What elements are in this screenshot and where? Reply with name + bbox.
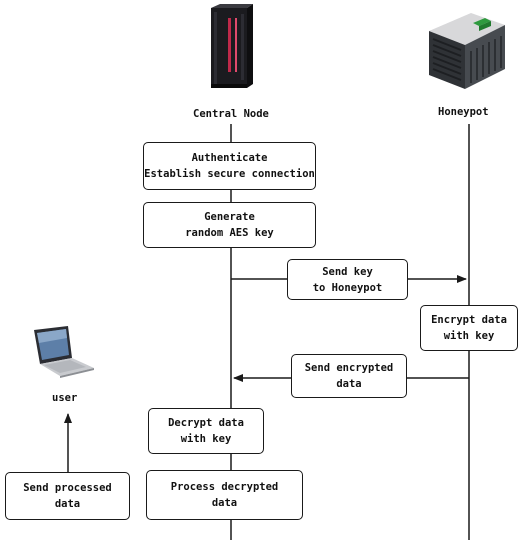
process-data-box: Process decrypted data bbox=[146, 470, 303, 520]
generate-line1: Generate bbox=[204, 211, 255, 223]
encrypt-line2: with key bbox=[443, 330, 495, 342]
decrypt-line2: with key bbox=[180, 433, 232, 445]
send-processed-line2: data bbox=[54, 498, 81, 510]
process-line1: Process decrypted bbox=[170, 481, 279, 493]
encrypt-data-box: Encrypt data with key bbox=[420, 305, 518, 351]
send-processed-box: Send processed data bbox=[5, 472, 130, 520]
send-encrypted-line2: data bbox=[336, 378, 362, 390]
send-encrypted-box: Send encrypted data bbox=[291, 354, 407, 398]
decrypt-line1: Decrypt data bbox=[168, 417, 244, 429]
network-appliance-icon bbox=[429, 13, 505, 89]
generate-key-box: Generate random AES key bbox=[143, 202, 316, 248]
server-rack-icon bbox=[211, 4, 253, 88]
send-key-line1: Send key bbox=[322, 265, 373, 278]
authenticate-line2: Establish secure connection bbox=[144, 168, 315, 180]
authenticate-box: Authenticate Establish secure connection bbox=[143, 142, 316, 190]
generate-line2: random AES key bbox=[185, 227, 274, 239]
user-label: user bbox=[52, 392, 78, 404]
laptop-icon bbox=[34, 326, 94, 378]
central-node-label: Central Node bbox=[193, 108, 269, 120]
send-processed-line1: Send processed bbox=[23, 482, 112, 494]
honeypot-label: Honeypot bbox=[438, 106, 489, 118]
send-key-line2: to Honeypot bbox=[312, 281, 383, 294]
encrypt-line1: Encrypt data bbox=[431, 314, 507, 326]
decrypt-data-box: Decrypt data with key bbox=[148, 408, 264, 454]
send-encrypted-line1: Send encrypted bbox=[304, 362, 394, 374]
authenticate-line1: Authenticate bbox=[191, 152, 268, 164]
process-line2: data bbox=[211, 497, 238, 509]
send-key-box: Send key to Honeypot bbox=[287, 259, 408, 300]
